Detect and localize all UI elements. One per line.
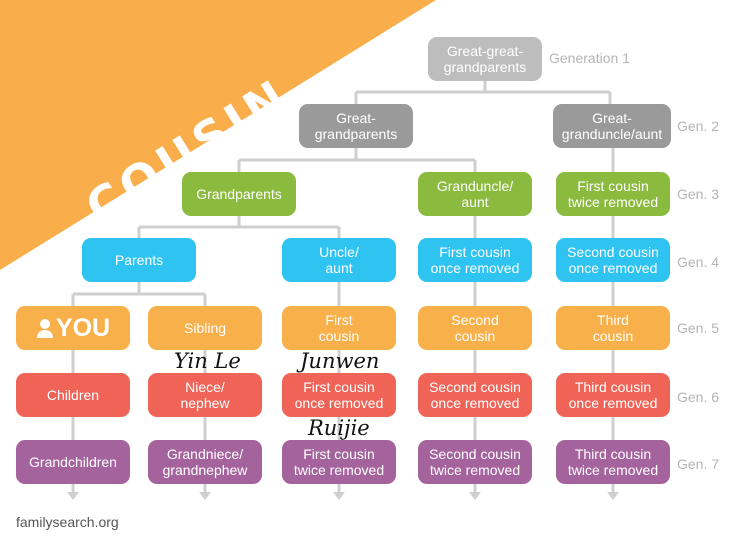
box-great-great-grandparents: Great-great- grandparents <box>428 37 542 81</box>
box-third-cousin-once-removed: Third cousin once removed <box>556 373 670 417</box>
box-first-cousin-once-removed-g6: First cousin once removed <box>282 373 396 417</box>
box-grandparents: Grandparents <box>182 172 296 216</box>
generation-label-1: Generation 1 <box>549 50 630 66</box>
box-second-cousin-once-removed: Second cousin once removed <box>556 238 670 282</box>
box-great-granduncle-aunt: Great- granduncle/aunt <box>553 104 671 148</box>
box-first-cousin: First cousin <box>282 306 396 350</box>
box-second-cousin: Second cousin <box>418 306 532 350</box>
handwritten-sibling-name: Yin Le <box>174 349 241 373</box>
person-icon <box>36 319 53 338</box>
box-grandniece-grandnephew: Grandniece/ grandnephew <box>148 440 262 484</box>
you-label: YOU <box>55 314 111 342</box>
box-parents: Parents <box>82 238 196 282</box>
box-niece-nephew: Niece/ nephew <box>148 373 262 417</box>
generation-label-6: Gen. 6 <box>677 389 720 405</box>
box-second-cousin-twice-removed: Second cousin twice removed <box>418 440 532 484</box>
box-first-cousin-twice-removed-g7: First cousin twice removed <box>282 440 396 484</box>
box-third-cousin-twice-removed: Third cousin twice removed <box>556 440 670 484</box>
box-first-cousin-twice-removed: First cousin twice removed <box>556 172 670 216</box>
handwritten-first-cousin-name: Junwen <box>300 349 380 373</box>
box-first-cousin-once-removed: First cousin once removed <box>418 238 532 282</box>
box-great-grandparents: Great- grandparents <box>299 104 413 148</box>
box-sibling: Sibling <box>148 306 262 350</box>
box-second-cousin-once-removed-g6: Second cousin once removed <box>418 373 532 417</box>
generation-label-3: Gen. 3 <box>677 186 720 202</box>
generation-label-4: Gen. 4 <box>677 254 720 270</box>
box-granduncle-aunt: Granduncle/ aunt <box>418 172 532 216</box>
box-uncle-aunt: Uncle/ aunt <box>282 238 396 282</box>
handwritten-first-cousin-once-removed-name: Ruijie <box>308 416 370 440</box>
box-grandchildren: Grandchildren <box>16 440 130 484</box>
box-children: Children <box>16 373 130 417</box>
generation-label-2: Gen. 2 <box>677 118 720 134</box>
source-footer: familysearch.org <box>16 514 119 530</box>
generation-label-5: Gen. 5 <box>677 320 720 336</box>
generation-label-7: Gen. 7 <box>677 456 720 472</box>
box-you: YOU <box>16 306 130 350</box>
box-third-cousin: Third cousin <box>556 306 670 350</box>
